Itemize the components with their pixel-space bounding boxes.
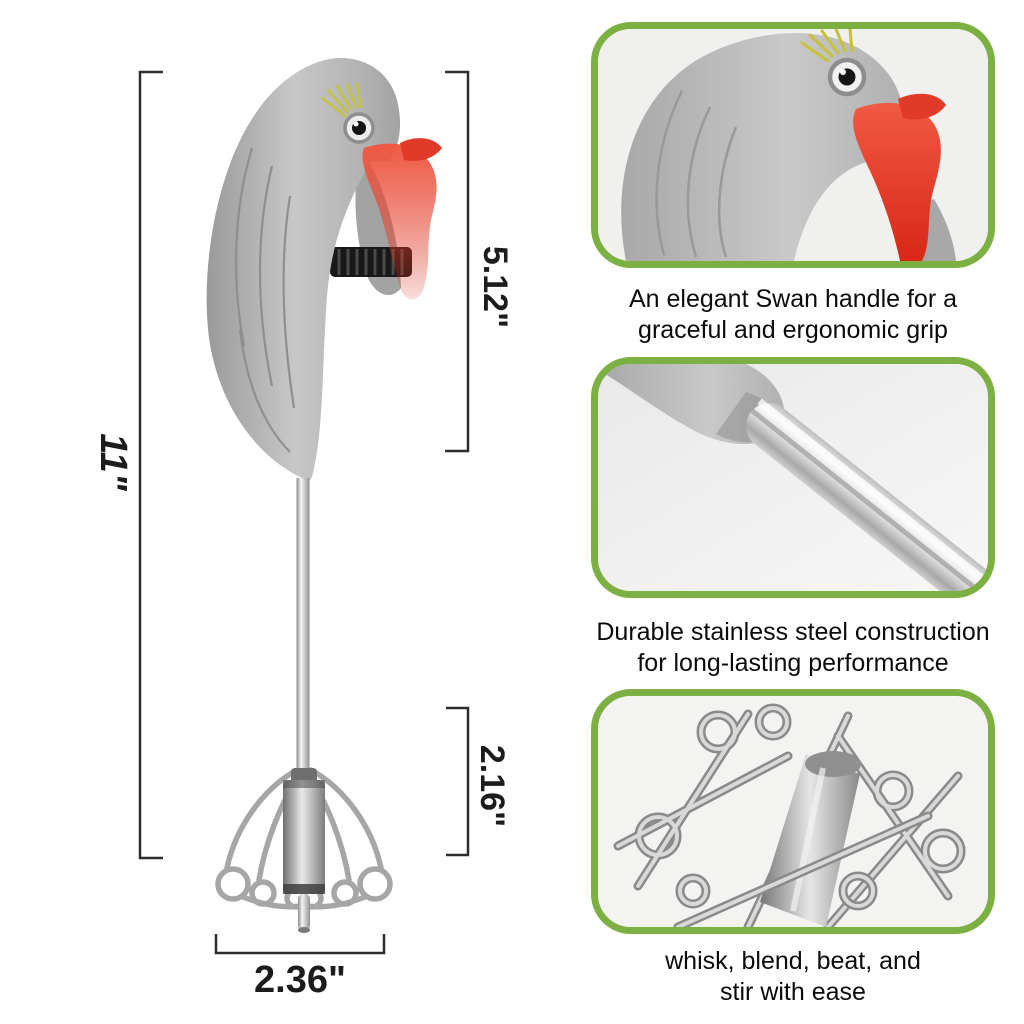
caption-line: whisk, blend, beat, and (665, 947, 921, 975)
caption-line: stir with ease (720, 977, 866, 1006)
dimension-bracket-whisk-width (214, 934, 386, 955)
dimension-label-whisk-width: 2.36" (254, 958, 346, 1001)
feather-grooves (234, 147, 296, 453)
dimension-label-handle-length: 5.12" (476, 245, 515, 329)
dimension-label-whisk-height: 2.16" (473, 744, 512, 828)
dimension-bracket-handle-length (445, 70, 470, 453)
callout-caption-handle: An elegant Swan handle for a graceful an… (563, 284, 1023, 345)
dimension-bracket-whisk-height (446, 706, 470, 857)
swan-head-handle (206, 57, 401, 482)
swan-beak (362, 138, 442, 300)
callout-card-whisk (591, 689, 995, 934)
caption-line: An elegant Swan handle for a (628, 285, 957, 313)
callout-caption-whisk: whisk, blend, beat, and stir with ease (563, 946, 1023, 1007)
swan-head-closeup-photo (598, 29, 988, 261)
callout-card-handle (591, 22, 995, 268)
caption-line: graceful and ergonomic grip (638, 315, 948, 344)
whisk-hub (283, 768, 325, 933)
dimension-label-total-height: 11" (92, 433, 135, 491)
callout-card-shaft (591, 357, 995, 598)
caption-line: for long-lasting performance (637, 648, 949, 677)
whisk-wires-closeup-photo (598, 696, 988, 927)
stainless-steel-shaft-closeup-photo (598, 364, 988, 591)
dimension-bracket-total-height (138, 70, 163, 860)
caption-line: Durable stainless steel construction (596, 618, 990, 646)
swan-eye (320, 82, 375, 144)
callout-caption-shaft: Durable stainless steel construction for… (563, 617, 1023, 678)
steel-shaft (296, 478, 310, 790)
